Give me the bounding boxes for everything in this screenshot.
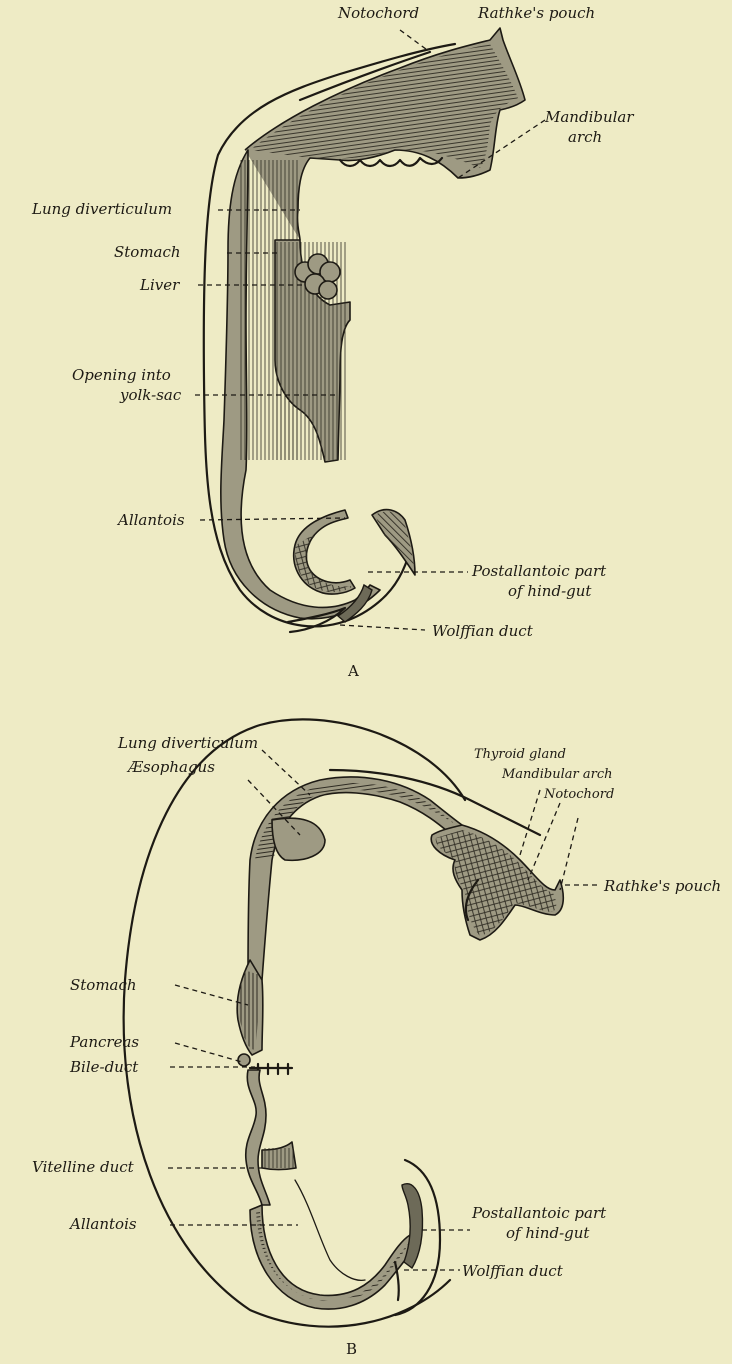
label-a-opening-2: yolk-sac <box>119 386 182 404</box>
pancreas-b <box>238 1054 250 1066</box>
lung-bud-b <box>272 818 325 860</box>
label-a-stomach: Stomach <box>114 243 181 261</box>
label-a-notochord: Notochord <box>337 4 419 22</box>
label-b-postallantoic-2: of hind-gut <box>506 1224 590 1242</box>
label-a-postallantoic-1: Postallantoic part <box>471 562 607 580</box>
label-b-wolffian: Wolffian duct <box>462 1262 564 1280</box>
label-b-thyroid: Thyroid gland <box>474 747 566 762</box>
label-b-postallantoic-1: Postallantoic part <box>471 1204 607 1222</box>
caption-b: B <box>346 1340 357 1358</box>
label-a-lung: Lung diverticulum <box>31 200 172 218</box>
label-a-mandibular-2: arch <box>568 128 602 146</box>
label-b-rathke: Rathke's pouch <box>603 877 721 895</box>
hindgut-b <box>250 1205 418 1309</box>
label-b-vitelline: Vitelline duct <box>32 1158 135 1176</box>
label-a-rathke: Rathke's pouch <box>477 4 595 22</box>
label-a-postallantoic-2: of hind-gut <box>508 582 592 600</box>
label-b-notochord: Notochord <box>543 787 614 802</box>
label-a-opening-1: Opening into <box>72 366 171 384</box>
label-a-allantois: Allantois <box>116 511 185 529</box>
figure-a: Notochord Rathke's pouch Mandibular arch… <box>31 4 634 680</box>
midgut-b <box>246 1070 270 1205</box>
label-b-mandibular: Mandibular arch <box>501 767 612 782</box>
label-b-bile: Bile-duct <box>69 1058 139 1076</box>
label-a-liver: Liver <box>139 276 180 294</box>
label-b-stomach: Stomach <box>70 976 137 994</box>
label-b-esophagus: Æsophagus <box>126 758 215 776</box>
figure-b: Lung diverticulum Æsophagus Thyroid glan… <box>32 719 721 1358</box>
label-b-allantois: Allantois <box>68 1215 137 1233</box>
label-a-mandibular-1: Mandibular <box>544 108 634 126</box>
label-b-pancreas: Pancreas <box>69 1033 139 1051</box>
allantois-b <box>295 1180 365 1280</box>
caption-a: A <box>347 662 359 680</box>
label-a-wolffian: Wolffian duct <box>432 622 534 640</box>
label-b-lung: Lung diverticulum <box>117 734 258 752</box>
